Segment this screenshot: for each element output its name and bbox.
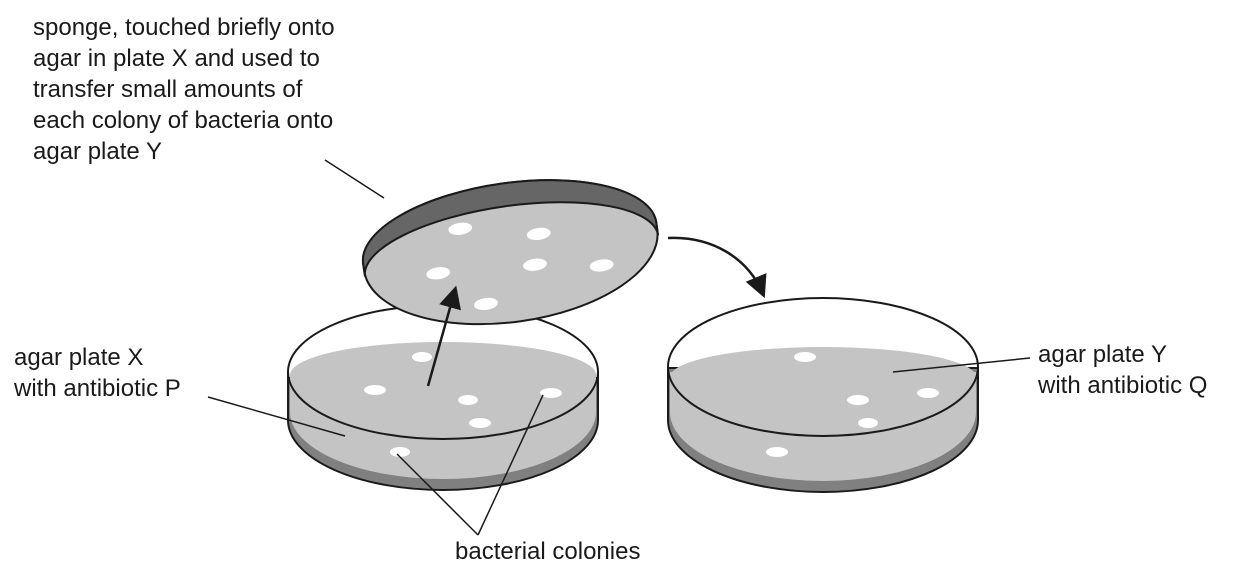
colony bbox=[917, 388, 939, 398]
colony bbox=[390, 447, 410, 457]
plate-y-label-line: agar plate Y bbox=[1038, 339, 1207, 370]
agar-plate-y bbox=[668, 298, 978, 492]
curved-arrow bbox=[668, 238, 763, 294]
plate-x-label-line: with antibiotic P bbox=[14, 373, 181, 404]
sponge-label-line: agar plate Y bbox=[33, 136, 335, 167]
colony bbox=[766, 447, 788, 457]
colony bbox=[858, 418, 878, 428]
colony bbox=[364, 385, 386, 395]
colony bbox=[540, 388, 562, 398]
plate-y-label: agar plate Y with antibiotic Q bbox=[1038, 339, 1207, 401]
colony bbox=[458, 395, 478, 405]
colony bbox=[794, 352, 816, 362]
sponge-label-line: each colony of bacteria onto bbox=[33, 105, 335, 136]
colony bbox=[412, 352, 432, 362]
plate-x-label: agar plate X with antibiotic P bbox=[14, 342, 181, 404]
plate-x-agar-surface bbox=[290, 342, 596, 408]
plate-y-agar-surface bbox=[670, 347, 976, 407]
colony bbox=[469, 418, 491, 428]
plate-y-label-line: with antibiotic Q bbox=[1038, 370, 1207, 401]
sponge-label: sponge, touched briefly onto agar in pla… bbox=[33, 12, 335, 167]
bacterial-colonies-label: bacterial colonies bbox=[455, 536, 640, 565]
sponge-label-line: agar in plate X and used to bbox=[33, 43, 335, 74]
sponge-label-line: sponge, touched briefly onto bbox=[33, 12, 335, 43]
sponge bbox=[355, 163, 667, 342]
sponge-label-line: transfer small amounts of bbox=[33, 74, 335, 105]
plate-x-label-line: agar plate X bbox=[14, 342, 181, 373]
colony bbox=[847, 395, 869, 405]
